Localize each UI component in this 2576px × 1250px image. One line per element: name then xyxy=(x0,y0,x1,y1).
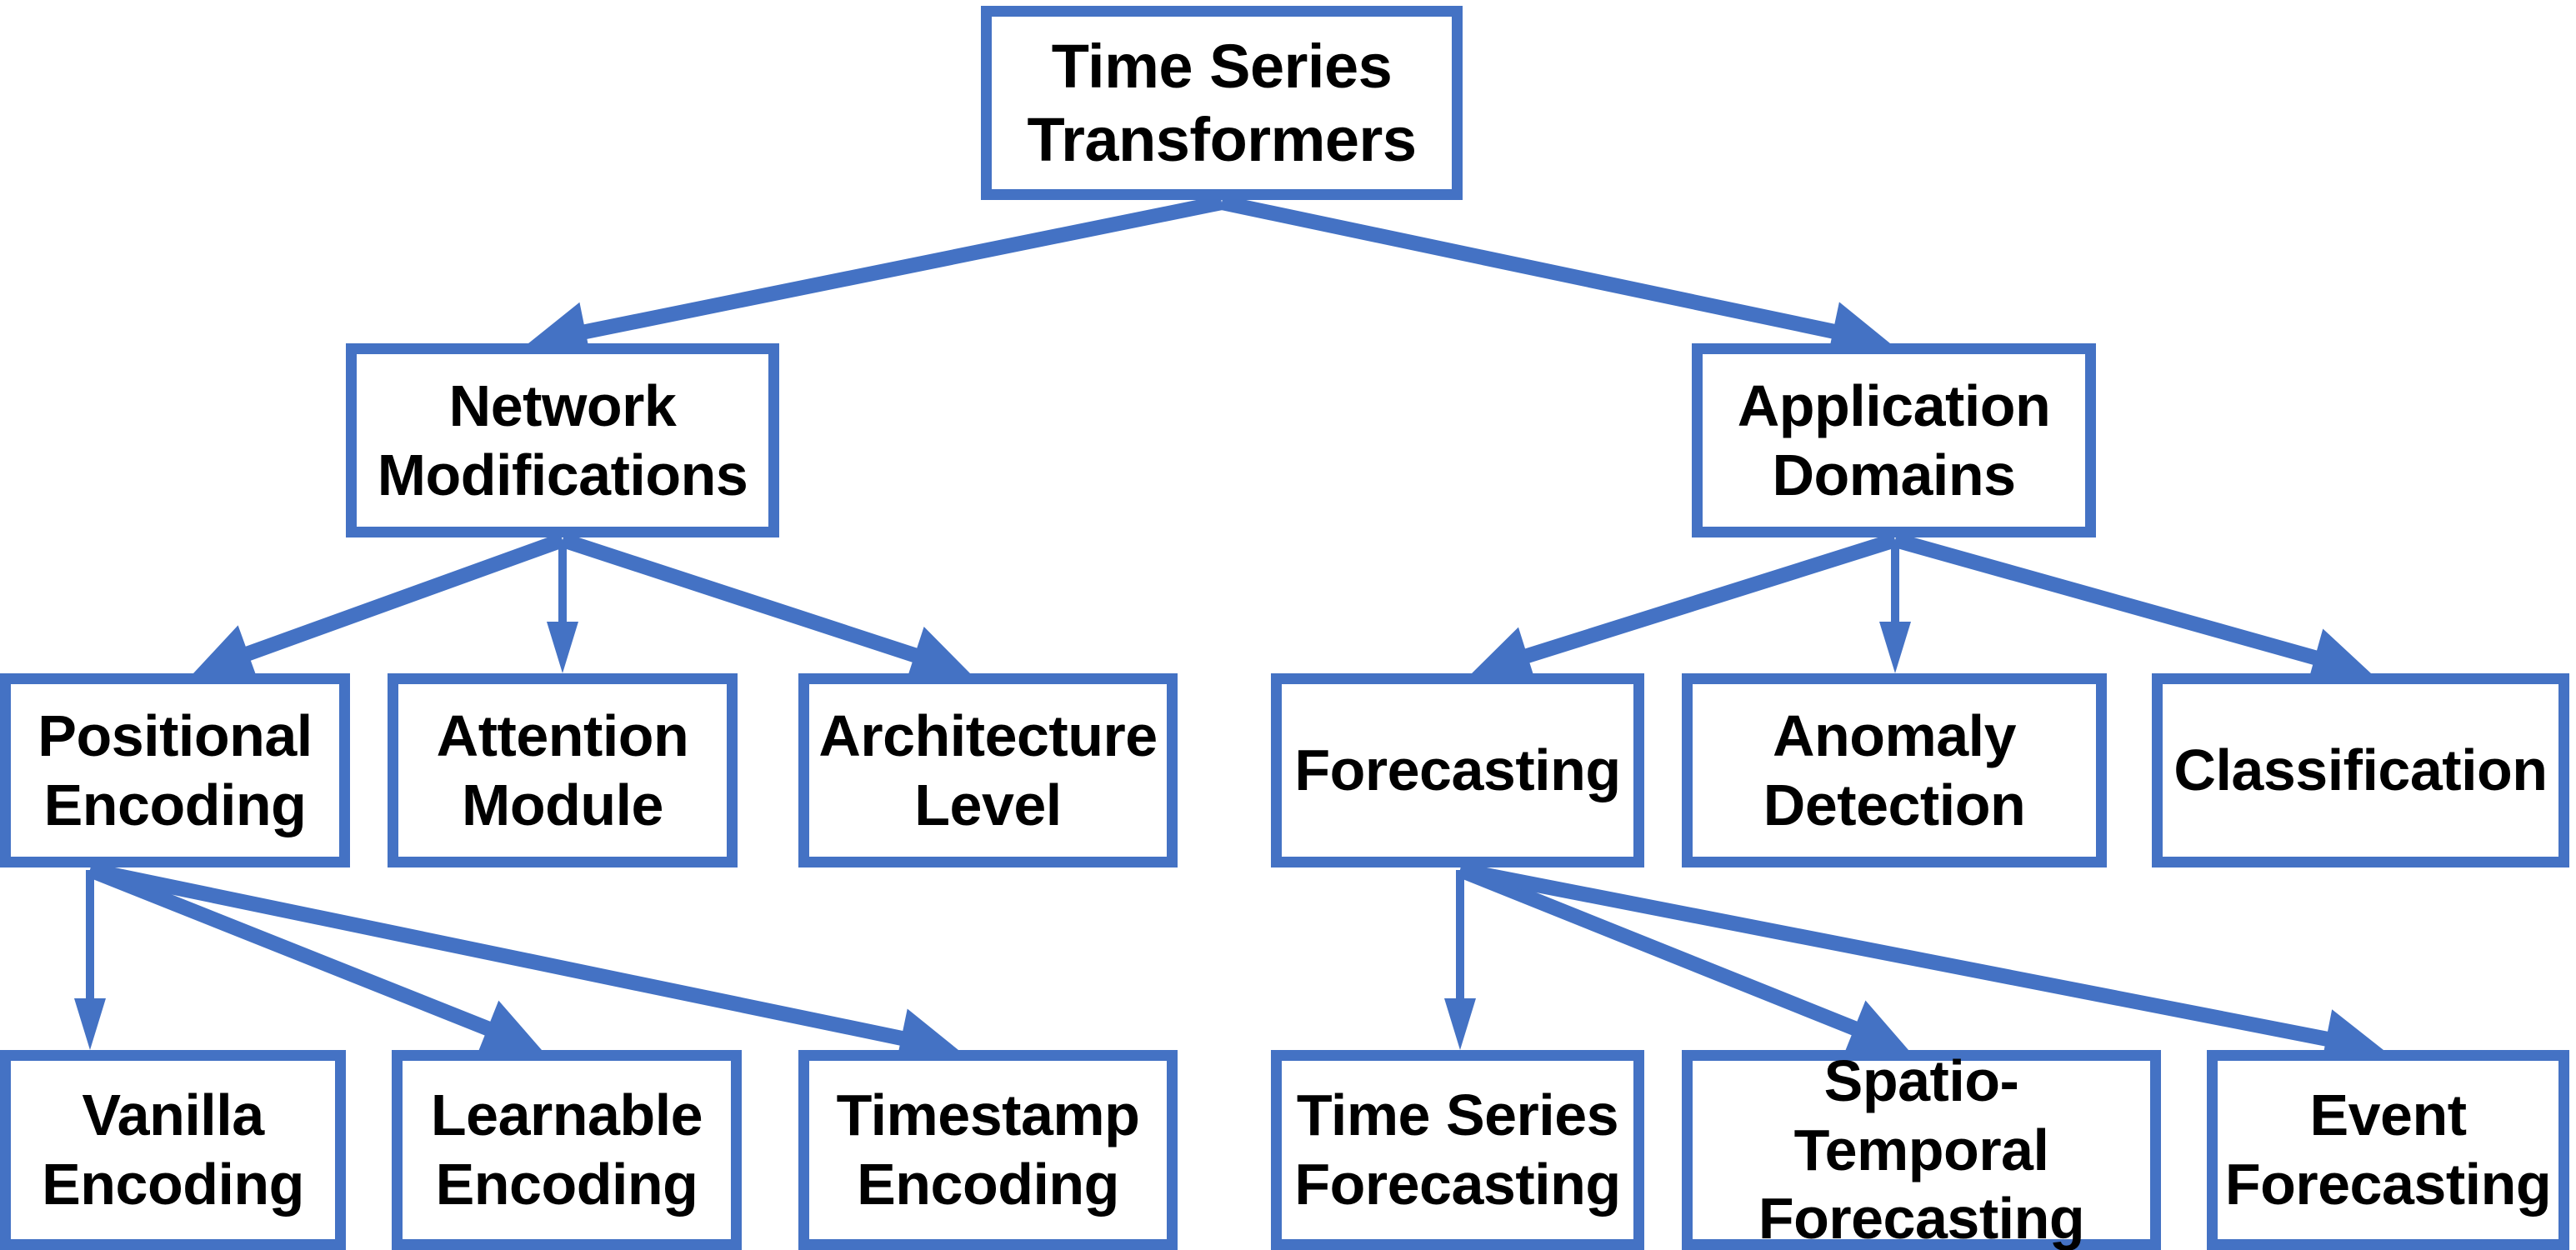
node-label: Spatio-Temporal Forecasting xyxy=(1758,1048,2085,1250)
node-event-forecasting[interactable]: Event Forecasting xyxy=(2207,1050,2569,1250)
node-label: Application Domains xyxy=(1737,372,2051,508)
node-label: Classification xyxy=(2173,738,2548,803)
node-label: Forecasting xyxy=(1294,738,1621,803)
connector-forecasting-to-event-forecast xyxy=(1458,862,2383,1068)
node-label: Network Modifications xyxy=(377,372,748,508)
node-timestamp-encoding[interactable]: Timestamp Encoding xyxy=(798,1050,1178,1250)
node-time-series-forecasting[interactable]: Time Series Forecasting xyxy=(1271,1050,1644,1250)
node-network-modifications[interactable]: Network Modifications xyxy=(346,343,779,538)
connector-application-to-forecasting xyxy=(1472,532,1898,685)
connector-root-to-application xyxy=(1220,195,1890,361)
node-label: Learnable Encoding xyxy=(430,1082,703,1217)
node-label: Time Series Forecasting xyxy=(1294,1082,1621,1217)
node-label: Positional Encoding xyxy=(38,702,313,838)
node-spatio-temporal-forecasting[interactable]: Spatio-Temporal Forecasting xyxy=(1682,1048,2161,1250)
node-label: Architecture Level xyxy=(818,702,1158,838)
node-label: Attention Module xyxy=(436,702,689,838)
node-classification[interactable]: Classification xyxy=(2152,673,2569,868)
connector-network-to-positional xyxy=(193,532,566,682)
node-application-domains[interactable]: Application Domains xyxy=(1692,343,2096,538)
connector-network-to-architecture xyxy=(560,532,970,684)
connector-positional-to-vanilla xyxy=(74,870,106,1050)
node-label: Anomaly Detection xyxy=(1763,702,2026,838)
node-vanilla-encoding[interactable]: Vanilla Encoding xyxy=(0,1050,346,1250)
connector-application-to-anomaly xyxy=(1879,540,1911,673)
connector-root-to-network xyxy=(528,195,1223,362)
connector-positional-to-timestamp xyxy=(88,862,958,1068)
connector-forecasting-to-ts-forecast xyxy=(1444,870,1476,1050)
node-architecture-level[interactable]: Architecture Level xyxy=(798,673,1178,868)
node-anomaly-detection[interactable]: Anomaly Detection xyxy=(1682,673,2107,868)
connector-application-to-classification xyxy=(1893,532,2371,687)
connector-network-to-attention xyxy=(547,540,578,673)
node-label: Event Forecasting xyxy=(2224,1082,2552,1217)
node-label: Time Series Transformers xyxy=(1027,32,1417,174)
node-attention-module[interactable]: Attention Module xyxy=(388,673,738,868)
node-label: Timestamp Encoding xyxy=(836,1082,1140,1217)
node-learnable-encoding[interactable]: Learnable Encoding xyxy=(392,1050,742,1250)
node-forecasting[interactable]: Forecasting xyxy=(1271,673,1644,868)
node-label: Vanilla Encoding xyxy=(42,1082,304,1217)
connector-positional-to-learnable xyxy=(87,862,543,1057)
connector-forecasting-to-st-forecast xyxy=(1457,862,1908,1057)
node-positional-encoding[interactable]: Positional Encoding xyxy=(0,673,350,868)
node-time-series-transformers[interactable]: Time Series Transformers xyxy=(981,6,1463,200)
